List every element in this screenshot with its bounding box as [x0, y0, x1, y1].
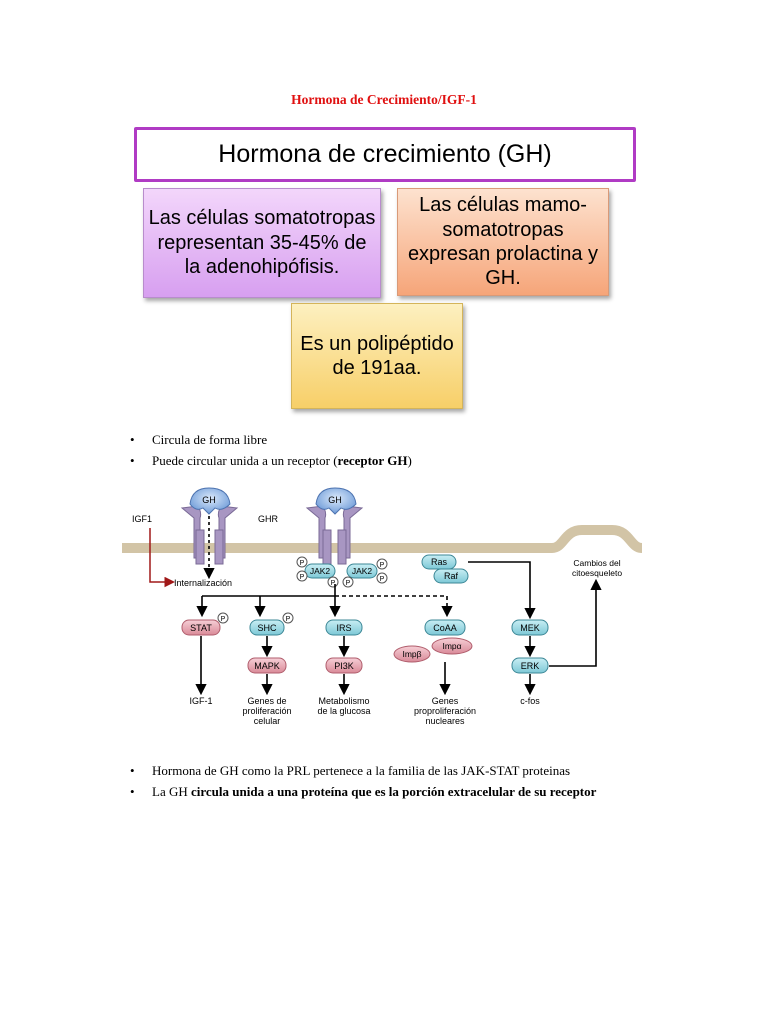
gh-signaling-diagram: GH IGF1 GHR Internalización GH JAK2 JAK2… [122, 487, 643, 726]
cambios-label: Cambios del [573, 558, 620, 568]
svg-text:P: P [286, 616, 291, 623]
list-item: •La GH circula unida a una proteína que … [130, 781, 596, 802]
pi3k-node [325, 657, 363, 674]
bottom-bullet-list: •Hormona de GH como la PRL pertenece a l… [130, 760, 596, 802]
jak2-node-left [304, 563, 336, 579]
igf1-output: IGF-1 [189, 696, 212, 706]
jak2-node-right [346, 563, 378, 579]
svg-text:STAT: STAT [190, 623, 212, 633]
list-item: •Circula de forma libre [130, 429, 412, 450]
citoesqueleto-label: citoesqueleto [572, 568, 622, 578]
gh-label-1: GH [202, 495, 216, 505]
mapk-node [247, 657, 287, 674]
document-title: Hormona de Crecimiento/IGF-1 [291, 92, 477, 107]
svg-text:Impβ: Impβ [402, 649, 421, 659]
erk-node [511, 657, 549, 674]
bullet-icon: • [130, 763, 135, 778]
impa-node [431, 637, 473, 655]
gh-receptor-right [305, 487, 364, 565]
svg-text:SHC: SHC [257, 623, 277, 633]
mek-node [511, 619, 549, 636]
ghr-label: GHR [258, 514, 279, 524]
genes-prolif-3: celular [254, 716, 281, 726]
svg-text:Ras: Ras [431, 557, 448, 567]
svg-text:P: P [331, 580, 336, 587]
svg-text:JAK2: JAK2 [352, 566, 373, 576]
metabolismo-2: de la glucosa [317, 706, 370, 716]
metabolismo-1: Metabolismo [318, 696, 369, 706]
svg-text:P: P [300, 560, 305, 567]
svg-text:P: P [380, 576, 385, 583]
top-bullet-list: •Circula de forma libre •Puede circular … [130, 429, 412, 471]
genes-nucl-3: nucleares [425, 716, 465, 726]
genes-nucl-2: proproliferación [414, 706, 476, 716]
gh-label-2: GH [328, 495, 342, 505]
svg-text:P: P [380, 562, 385, 569]
shc-node [249, 619, 285, 636]
cell-membrane [122, 525, 643, 553]
gh-summary-slide: Hormona de crecimiento (GH) Las células … [118, 118, 648, 418]
svg-text:Raf: Raf [444, 571, 459, 581]
bullet-icon: • [130, 784, 135, 799]
bullet-icon: • [130, 432, 135, 447]
slide-heading: Hormona de crecimiento (GH) [134, 127, 636, 182]
genes-prolif-2: proliferación [242, 706, 291, 716]
irs-node [325, 619, 363, 636]
list-item: •Puede circular unida a un receptor (rec… [130, 450, 412, 471]
genes-prolif-1: Genes de [247, 696, 286, 706]
svg-text:P: P [346, 580, 351, 587]
svg-text:ERK: ERK [521, 661, 540, 671]
stat-node [181, 619, 221, 636]
gh-receptor-left [180, 487, 239, 565]
svg-text:JAK2: JAK2 [310, 566, 331, 576]
genes-nucl-1: Genes [432, 696, 459, 706]
impb-node [393, 645, 431, 663]
mammosomatotrope-box: Las células mamo-somatotropas expresan p… [397, 188, 609, 296]
svg-text:IRS: IRS [336, 623, 351, 633]
svg-text:PI3K: PI3K [334, 661, 354, 671]
svg-text:CoAA: CoAA [433, 623, 457, 633]
polypeptide-box: Es un polipéptido de 191aa. [291, 303, 463, 409]
bullet-icon: • [130, 453, 135, 468]
somatotrope-box: Las células somatotropas representan 35-… [143, 188, 381, 298]
list-item: •Hormona de GH como la PRL pertenece a l… [130, 760, 596, 781]
svg-text:Impα: Impα [442, 641, 461, 651]
svg-text:P: P [300, 574, 305, 581]
raf-node [433, 568, 469, 584]
cfos-output: c-fos [520, 696, 540, 706]
coaa-node [424, 619, 466, 636]
internalizacion-label: Internalización [174, 578, 232, 588]
phospho-markers: P P P P P P [296, 556, 388, 588]
svg-text:MAPK: MAPK [254, 661, 280, 671]
svg-text:MEK: MEK [520, 623, 540, 633]
igf1-label: IGF1 [132, 514, 152, 524]
svg-text:P: P [221, 616, 226, 623]
